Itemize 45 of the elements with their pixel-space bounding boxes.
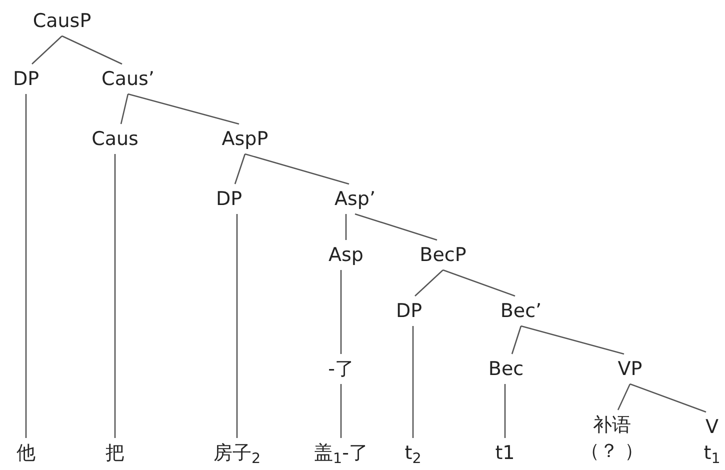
tree-branch	[62, 35, 122, 65]
tree-branch	[120, 94, 129, 124]
tree-label: -了	[328, 357, 354, 382]
tree-branch	[25, 94, 27, 438]
tree-label: Caus	[92, 127, 138, 152]
tree-branch	[345, 214, 347, 240]
tree-label: 他	[16, 441, 36, 466]
tree-branch	[32, 36, 62, 64]
tree-branch	[340, 384, 342, 438]
tree-branch	[128, 93, 240, 125]
tree-label: AspP	[222, 127, 268, 152]
tree-branch	[236, 214, 238, 438]
tree-branch	[244, 153, 350, 185]
tree-label: Bec’	[500, 299, 542, 324]
tree-branch	[340, 270, 342, 354]
tree-branch	[354, 213, 438, 241]
tree-branch	[412, 326, 414, 438]
tree-label: （？ ）	[580, 439, 644, 464]
tree-branch	[504, 384, 506, 438]
tree-label: 把	[106, 441, 124, 466]
tree-label: V	[706, 415, 718, 440]
tree-label: t$_{2}$	[404, 441, 422, 466]
tree-branch	[114, 154, 116, 438]
tree-branch	[234, 154, 246, 184]
tree-branch	[511, 326, 522, 354]
tree-label: t$_{1}$	[704, 441, 720, 466]
tree-label: Caus’	[102, 67, 154, 92]
tree-label: BecP	[420, 243, 466, 268]
tree-branch	[630, 383, 706, 413]
tree-label: 房子$_{2}$	[213, 441, 261, 466]
tree-label: 盖$_{1}$-了	[314, 441, 368, 466]
tree-label: t1	[495, 441, 515, 466]
tree-label: DP	[216, 187, 242, 212]
tree-branch	[520, 325, 624, 355]
tree-label: DP	[12, 67, 40, 92]
tree-label: 补语	[593, 413, 631, 438]
tree-label: CausP	[32, 9, 92, 34]
tree-branch	[617, 384, 631, 410]
tree-label: Asp	[328, 243, 364, 268]
tree-label: DP	[396, 299, 422, 324]
tree-branch	[442, 269, 516, 297]
tree-label: Bec	[488, 357, 524, 382]
tree-label: VP	[618, 357, 642, 382]
tree-label: Asp’	[334, 187, 376, 212]
tree-branch	[414, 270, 444, 296]
